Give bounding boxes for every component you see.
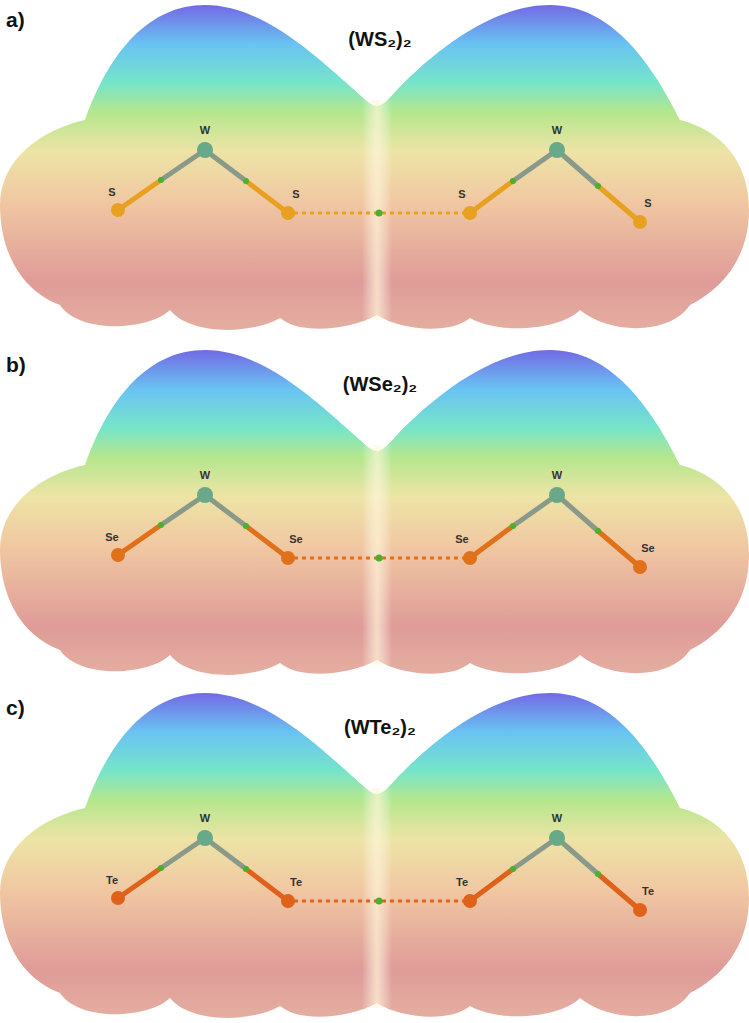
- atom-label: Se: [289, 533, 302, 545]
- panel-title: (WS₂)₂: [348, 28, 411, 50]
- atom-label: S: [458, 188, 465, 200]
- atom-label: W: [552, 812, 562, 824]
- atom-label: W: [552, 469, 562, 481]
- panel-title: (WTe₂)₂: [344, 716, 416, 738]
- panel-letter: b): [6, 353, 26, 376]
- atom-label: S: [644, 197, 651, 209]
- atom-label: Te: [290, 876, 302, 888]
- atom-label: W: [200, 812, 210, 824]
- atom-label: S: [108, 186, 115, 198]
- atom-label: Se: [105, 531, 118, 543]
- panel-title: (WSe₂)₂: [343, 373, 417, 395]
- panel-letter: a): [6, 8, 25, 31]
- atom-label: Te: [106, 874, 118, 886]
- atom-label: Se: [455, 533, 468, 545]
- atom-label: Te: [642, 885, 654, 897]
- atom-label: Te: [456, 876, 468, 888]
- panel-letter: c): [6, 696, 25, 719]
- atom-label: W: [200, 469, 210, 481]
- atom-label: W: [552, 124, 562, 136]
- atom-label: S: [292, 188, 299, 200]
- atom-label: W: [200, 124, 210, 136]
- atom-label: Se: [641, 542, 654, 554]
